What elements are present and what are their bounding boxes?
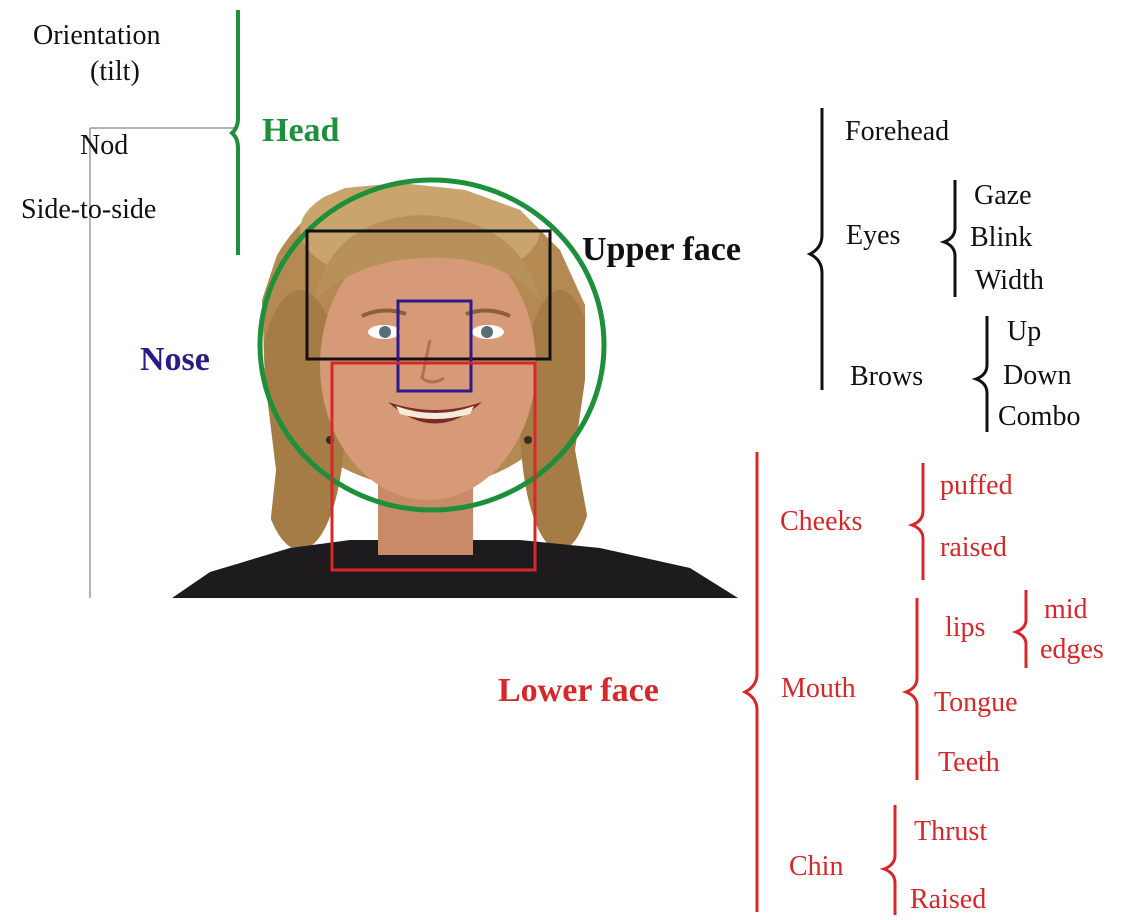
head-orientation-label: Orientation <box>33 22 161 50</box>
mouth-teeth-label: Teeth <box>938 749 1000 777</box>
mouth-label: Mouth <box>781 675 856 703</box>
cheeks-label: Cheeks <box>780 508 862 536</box>
brows-bracket <box>976 316 987 432</box>
head-bracket <box>232 10 238 255</box>
upper-face-bracket <box>810 108 822 390</box>
brows-combo-label: Combo <box>998 403 1080 431</box>
mouth-bracket <box>906 598 917 780</box>
eyes-width-label: Width <box>975 267 1044 295</box>
head-side-to-side-label: Side-to-side <box>21 196 156 224</box>
brows-label: Brows <box>850 363 923 391</box>
head-nod-label: Nod <box>80 132 128 160</box>
lower-face-bracket <box>745 452 757 912</box>
chin-bracket <box>884 805 895 915</box>
lower-face-title: Lower face <box>498 674 659 708</box>
eyes-bracket <box>944 180 955 297</box>
brows-up-label: Up <box>1007 318 1041 346</box>
cheeks-raised-label: raised <box>940 534 1007 562</box>
mouth-tongue-label: Tongue <box>934 689 1018 717</box>
lips-label: lips <box>945 614 985 642</box>
upper-face-title: Upper face <box>582 233 741 267</box>
eyes-blink-label: Blink <box>970 224 1032 252</box>
cheeks-bracket <box>912 463 923 580</box>
eyes-label: Eyes <box>846 222 900 250</box>
nose-title: Nose <box>140 343 210 377</box>
head-title: Head <box>262 114 339 148</box>
lips-bracket <box>1016 590 1026 668</box>
lips-mid-label: mid <box>1044 596 1088 624</box>
forehead-label: Forehead <box>845 118 949 146</box>
chin-thrust-label: Thrust <box>914 818 987 846</box>
eyes-gaze-label: Gaze <box>974 182 1032 210</box>
cheeks-puffed-label: puffed <box>940 472 1013 500</box>
chin-label: Chin <box>789 853 843 881</box>
chin-raised-label: Raised <box>910 886 986 914</box>
brows-down-label: Down <box>1003 362 1071 390</box>
head-tilt-label: (tilt) <box>90 58 140 86</box>
lips-edges-label: edges <box>1040 636 1104 664</box>
